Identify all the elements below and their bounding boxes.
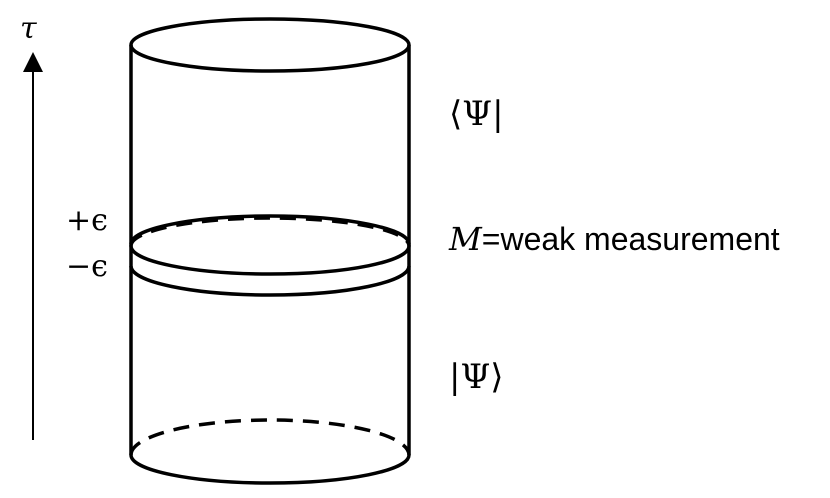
measurement-label: M=weak measurement	[449, 223, 780, 255]
plus-epsilon-label: +ϵ	[66, 203, 108, 238]
bottom-cap-back-dashed	[129, 418, 411, 456]
minus-epsilon-ring-front	[129, 265, 411, 297]
measurement-symbol: M	[449, 220, 482, 258]
plus-epsilon-ring-front	[129, 245, 411, 276]
time-axis-label: τ	[20, 11, 37, 46]
measurement-text: =weak measurement	[481, 221, 780, 257]
top-cap-ellipse	[129, 17, 411, 73]
bottom-cap-front	[129, 454, 411, 485]
minus-epsilon-label: −ϵ	[66, 249, 108, 284]
plus-epsilon-ring-back	[129, 216, 411, 247]
bra-state-label: ⟨Ψ|	[449, 94, 504, 134]
ket-state-label: |Ψ⟩	[449, 357, 504, 397]
plus-epsilon-ring-top	[129, 214, 411, 245]
